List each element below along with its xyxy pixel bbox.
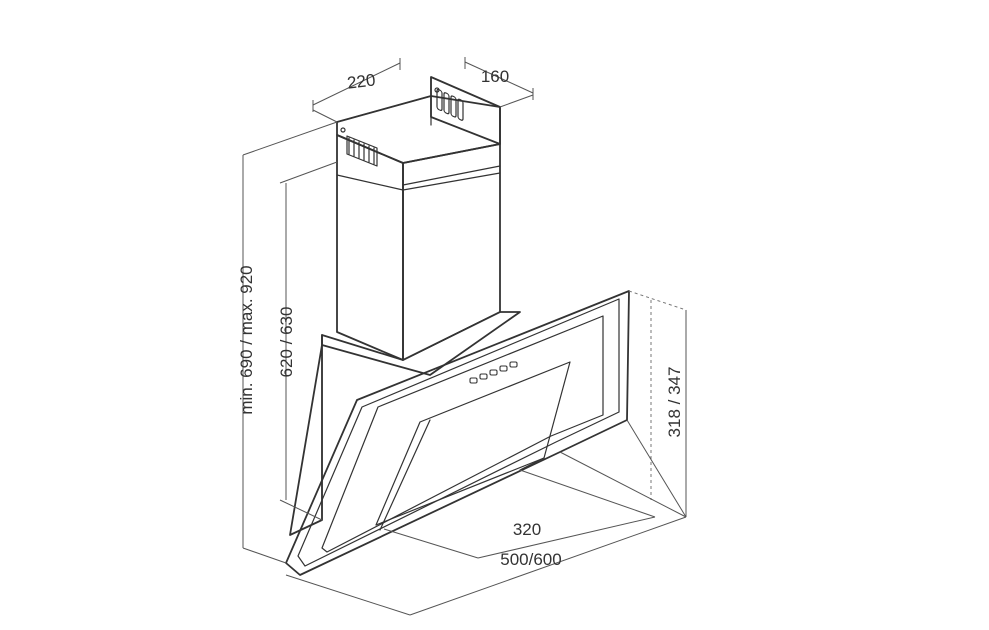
inner-width-label: 320	[513, 520, 541, 539]
control-button	[499, 365, 508, 372]
chimney-width-label: 220	[346, 70, 376, 92]
hood-body	[289, 311, 521, 536]
total-height-label: min. 690 / max. 920	[237, 265, 256, 414]
control-button	[479, 373, 488, 380]
chimney-vent-slots	[340, 127, 378, 167]
chimney-height-label: 620 / 630	[277, 307, 296, 378]
control-button	[469, 377, 478, 384]
rear-duct-vent-slots	[434, 87, 464, 121]
hood-width-label: 500/600	[500, 550, 561, 569]
control-button	[509, 361, 518, 368]
chimney-box	[336, 95, 501, 361]
chimney-depth-label: 160	[481, 67, 509, 86]
control-buttons	[469, 361, 518, 384]
hood-height-label: 318 / 347	[665, 367, 684, 438]
control-button	[489, 369, 498, 376]
dimension-lines	[242, 57, 687, 616]
